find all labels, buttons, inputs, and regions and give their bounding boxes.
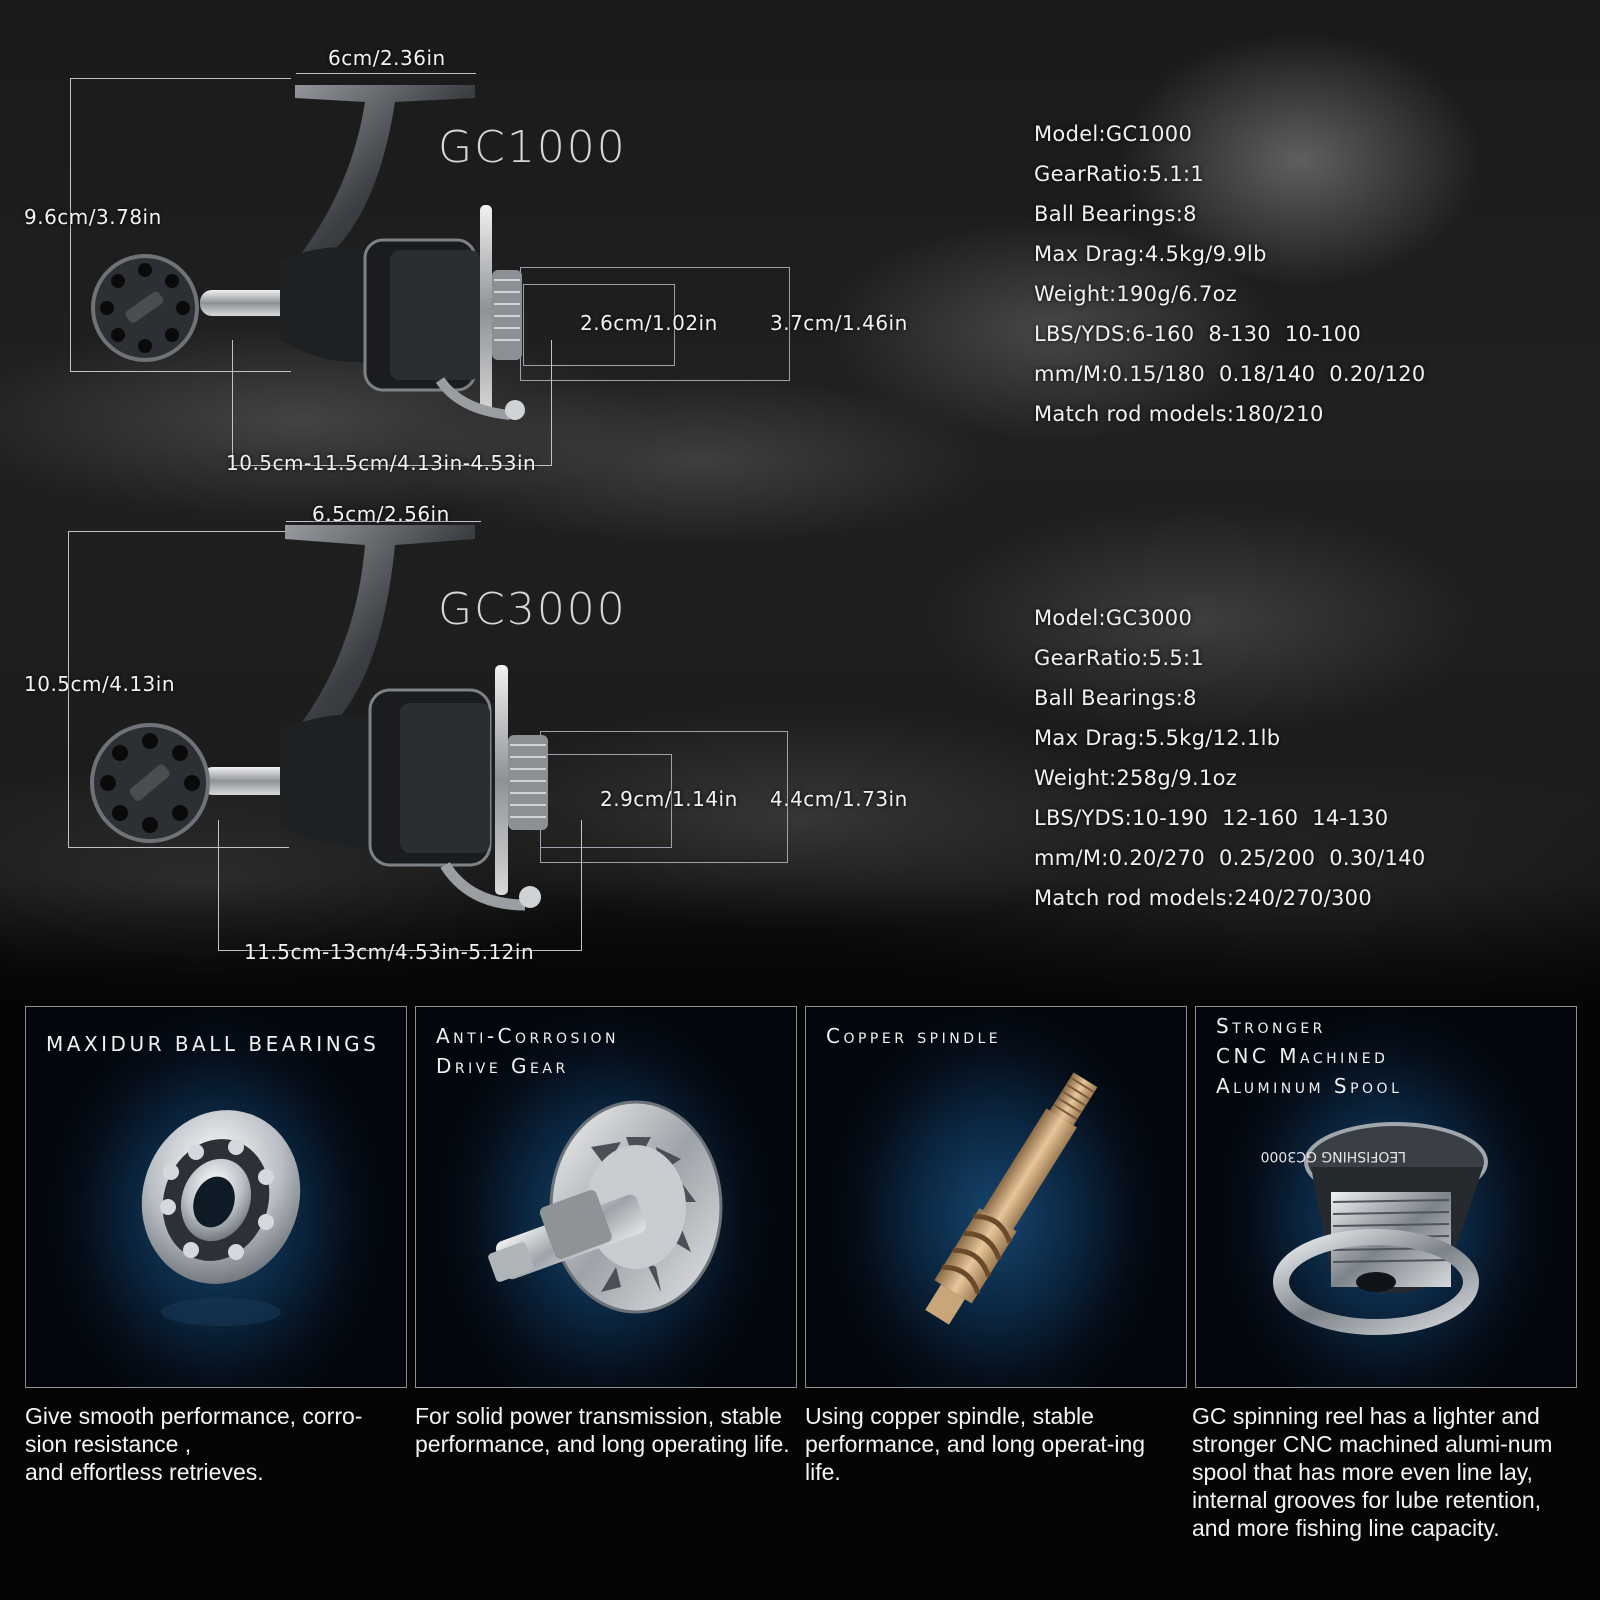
copper-spindle-image (925, 1072, 1098, 1325)
gc3000-spec-match-rod: Match rod models:240/270/300 (1034, 886, 1372, 910)
feature-title-copper-spindle: Copper spindle (826, 1024, 1002, 1048)
gc1000-spec-list: Model:GC1000 GearRatio:5.1:1 Ball Bearin… (1034, 114, 1426, 434)
aluminum-spool-image: LEOFISHING GC3000 (1261, 1122, 1488, 1335)
blurred-background (0, 0, 1600, 1000)
gc1000-top-dim-label: 6cm/2.36in (328, 46, 446, 70)
feature-title-ball-bearings: MAXIDUR BALL BEARINGS (46, 1032, 380, 1056)
gc3000-spec-mm-m: mm/M:0.20/270 0.25/200 0.30/140 (1034, 846, 1426, 870)
gc1000-height-dim-line (70, 78, 291, 372)
feature-panel-drive-gear: Anti-Corrosion Drive Gear (415, 1006, 797, 1388)
gc3000-spec-weight: Weight:258g/9.1oz (1034, 766, 1238, 790)
gc3000-spec-gear-ratio: GearRatio:5.5:1 (1034, 646, 1205, 670)
gc1000-spool-inner-label: 2.6cm/1.02in (580, 311, 718, 335)
gc1000-spec-lbs-yds: LBS/YDS:6-160 8-130 10-100 (1034, 322, 1362, 346)
gc1000-spec-gear-ratio: GearRatio:5.1:1 (1034, 162, 1205, 186)
spool-engraving-text: LEOFISHING GC3000 (1261, 1148, 1406, 1164)
gc3000-spool-inner-label: 2.9cm/1.14in (600, 787, 738, 811)
gc3000-reel-image (90, 525, 548, 911)
ball-bearing-image (141, 1110, 301, 1326)
gc1000-top-dim-line (296, 73, 476, 74)
gc1000-length-dim-label: 10.5cm-11.5cm/4.13in-4.53in (226, 451, 537, 475)
gc3000-title: GC3000 (438, 584, 627, 635)
gc1000-spool-outer-label: 3.7cm/1.46in (770, 311, 908, 335)
gc1000-spec-weight: Weight:190g/6.7oz (1034, 282, 1238, 306)
drive-gear-image (488, 1100, 723, 1314)
feature-panel-copper-spindle: Copper spindle (805, 1006, 1187, 1388)
feature-panel-ball-bearings: MAXIDUR BALL BEARINGS (25, 1006, 407, 1388)
gc1000-length-dim-line (232, 340, 552, 466)
gc1000-spec-mm-m: mm/M:0.15/180 0.18/140 0.20/120 (1034, 362, 1426, 386)
gc1000-spool-inner-box (523, 284, 675, 366)
feature-title-drive-gear: Anti-Corrosion Drive Gear (436, 1024, 620, 1078)
feature-title-aluminum-spool: Stronger CNC Machined Aluminum Spool (1216, 1014, 1403, 1098)
gc3000-height-dim-label: 10.5cm/4.13in (24, 672, 176, 696)
gc3000-top-dim-label: 6.5cm/2.56in (312, 502, 450, 526)
gc1000-height-dim-label: 9.6cm/3.78in (24, 205, 162, 229)
gc1000-spec-match-rod: Match rod models:180/210 (1034, 402, 1324, 426)
gc1000-spec-max-drag: Max Drag:4.5kg/9.9lb (1034, 242, 1267, 266)
feature-desc-drive-gear: For solid power transmission, stable per… (415, 1403, 790, 1457)
gc1000-spec-ball-bearings: Ball Bearings:8 (1034, 202, 1197, 226)
gc1000-reel-image (91, 85, 525, 420)
gc3000-spec-max-drag: Max Drag:5.5kg/12.1lb (1034, 726, 1281, 750)
feature-desc-ball-bearings: Give smooth performance, corro-sion resi… (25, 1402, 400, 1486)
gc1000-spec-model: Model:GC1000 (1034, 122, 1193, 146)
gc3000-spec-lbs-yds: LBS/YDS:10-190 12-160 14-130 (1034, 806, 1389, 830)
gc3000-top-dim-line (286, 521, 481, 522)
feature-desc-copper-spindle: Using copper spindle, stable performance… (805, 1403, 1146, 1485)
gc3000-spec-model: Model:GC3000 (1034, 606, 1193, 630)
gc1000-title: GC1000 (438, 122, 627, 173)
gc3000-height-dim-line (68, 531, 289, 848)
feature-desc-aluminum-spool: GC spinning reel has a lighter and stron… (1192, 1403, 1553, 1541)
gc3000-spec-list: Model:GC3000 GearRatio:5.5:1 Ball Bearin… (1034, 598, 1426, 918)
gc3000-spec-ball-bearings: Ball Bearings:8 (1034, 686, 1197, 710)
gc3000-length-dim-line (218, 820, 582, 951)
feature-desc-ball-bearings-text: Give smooth performance, corro-sion resi… (25, 1403, 363, 1485)
feature-panel-aluminum-spool: Stronger CNC Machined Aluminum Spool LEO… (1195, 1006, 1577, 1388)
gc3000-length-dim-label: 11.5cm-13cm/4.53in-5.12in (244, 940, 535, 964)
gc3000-spool-outer-label: 4.4cm/1.73in (770, 787, 908, 811)
